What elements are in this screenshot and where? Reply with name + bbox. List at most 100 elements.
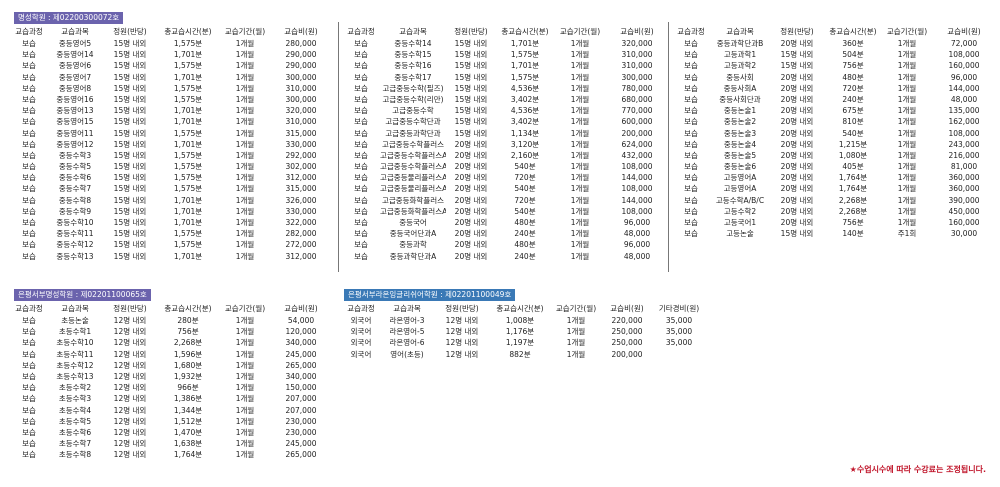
cell-period: 1개월 [235,349,255,359]
cell-total-minutes: 1,764분 [838,173,868,183]
cell-course-type: 보습 [354,173,368,183]
cell-subject: 고급중등화학플러스 [381,195,445,205]
cell-subject: 고등과학2 [723,61,757,71]
cell-total-minutes: 3,402분 [510,117,540,127]
cell-course-type: 외국어 [350,327,372,337]
cell-period: 1개월 [897,72,917,82]
column-header-course-type: 교습과정 [347,27,375,36]
cell-course-type: 보습 [22,128,36,138]
cell-course-type: 보습 [22,251,36,261]
cell-course-type: 보습 [22,383,36,393]
column-header-capacity: 정원(반당) [113,304,147,313]
cell-capacity: 15명 내외 [113,106,147,116]
cell-capacity: 15명 내외 [113,173,147,183]
cell-fee: 108,000 [948,128,980,138]
cell-course-type: 보습 [354,229,368,239]
cell-total-minutes: 1,575분 [173,39,203,48]
cell-period: 1개월 [570,229,590,239]
cell-capacity: 20명 내외 [780,173,814,183]
cell-course-type: 보습 [684,94,698,104]
cell-subject: 중등수학14 [394,39,432,48]
cell-capacity: 20명 내외 [454,195,488,205]
column-header-subject: 교습과목 [726,27,754,36]
cell-fee: 265,000 [285,450,317,460]
cell-period: 1개월 [570,83,590,93]
cell-period: 1개월 [235,338,255,348]
cell-course-type: 보습 [354,50,368,60]
cell-period: 1개월 [235,416,255,426]
column-header-subject: 교습과목 [399,27,427,36]
cell-fee: 310,000 [285,83,317,93]
cell-capacity: 20명 내외 [454,139,488,149]
cell-capacity: 15명 내외 [113,195,147,205]
cell-fee: 135,000 [948,106,980,116]
cell-period: 1개월 [570,206,590,216]
cell-course-type: 보습 [22,162,36,172]
cell-course-type: 보습 [354,162,368,172]
cell-total-minutes: 480분 [514,218,536,227]
cell-subject: 초등수학12 [56,360,94,370]
cell-period: 1개월 [235,240,255,250]
cell-subject: 고등수학2 [723,206,757,216]
cell-total-minutes: 1,344분 [173,405,203,415]
cell-fee: 315,000 [285,184,317,194]
cell-total-minutes: 1,701분 [173,106,203,116]
cell-fee: 243,000 [948,139,980,149]
cell-capacity: 12명 내외 [445,338,479,348]
cell-total-minutes: 405분 [842,162,864,172]
cell-period: 1개월 [235,229,255,239]
cell-total-minutes: 720분 [514,173,536,183]
cell-subject: 중등수학7 [58,184,92,194]
cell-subject: 중등영어11 [56,128,94,138]
cell-course-type: 보습 [22,416,36,426]
cell-subject: 중등수학5 [58,162,92,172]
cell-capacity: 15명 내외 [113,61,147,71]
cell-subject: 중등수학10 [56,218,94,227]
cell-fee: 282,000 [285,229,317,239]
cell-subject: 중등수학13 [56,251,94,261]
cell-capacity: 20명 내외 [454,240,488,250]
column-header-period: 교습기간(월) [559,27,601,36]
cell-period: 1개월 [235,184,255,194]
cell-period: 1개월 [570,184,590,194]
cell-period: 1개월 [897,117,917,127]
cell-fee: 330,000 [285,139,317,149]
cell-fee: 144,000 [621,173,653,183]
cell-fee: 360,000 [948,173,980,183]
cell-subject: 중등과학단과A [389,251,437,261]
cell-total-minutes: 240분 [842,94,864,104]
cell-fee: 245,000 [285,439,317,449]
column-divider [338,22,339,272]
cell-capacity: 12명 내외 [113,439,147,449]
cell-period: 1개월 [235,162,255,172]
column-header-subject: 교습과목 [61,304,89,313]
cell-total-minutes: 1,680분 [173,360,203,370]
cell-fee: 230,000 [285,427,317,437]
cell-total-minutes: 1,575분 [173,240,203,250]
cell-capacity: 15명 내외 [113,72,147,82]
cell-period: 1개월 [897,61,917,71]
column-header-total-minutes: 총교습시간(분) [164,304,212,313]
cell-period: 1개월 [235,371,255,381]
cell-total-minutes: 1,575분 [173,184,203,194]
cell-fee: 96,000 [950,72,978,82]
cell-course-type: 보습 [22,195,36,205]
cell-fee: 300,000 [621,72,653,82]
cell-capacity: 15명 내외 [113,218,147,227]
cell-fee: 340,000 [285,371,317,381]
